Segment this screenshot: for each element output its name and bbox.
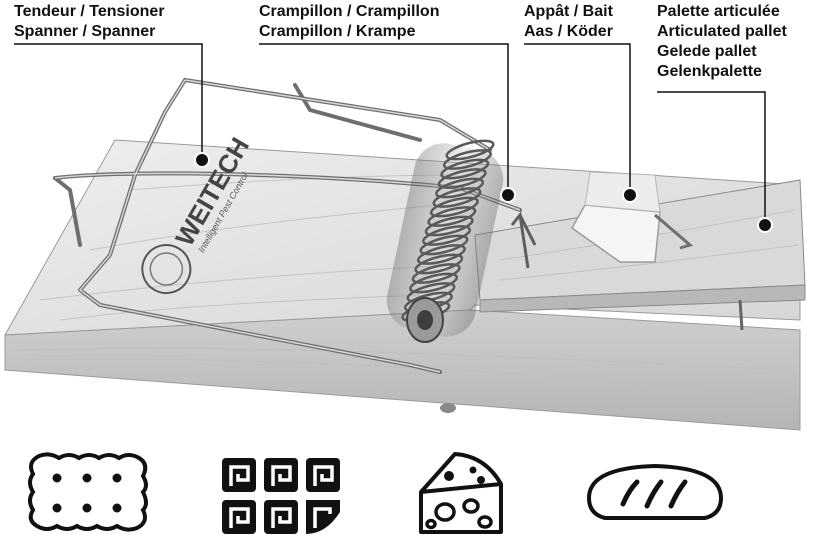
bait-hook [654, 213, 694, 250]
label-line: Palette articulée [657, 3, 780, 20]
label-tensioner: Tendeur / Tensioner Spanner / Spanner [14, 2, 165, 42]
coil-ring [409, 272, 459, 294]
label-line: Gelede pallet [657, 43, 757, 60]
coil-ring [435, 177, 485, 199]
coil-ring [442, 149, 492, 170]
label-staple: Crampillon / Crampillon Crampillon / Kra… [259, 2, 439, 42]
cereal-icon [222, 458, 340, 534]
label-pallet: Palette articulée Articulated pallet Gel… [657, 2, 787, 82]
cheese-icon [419, 452, 503, 534]
coil-ring [411, 263, 461, 284]
biscuit-icon [28, 452, 148, 532]
label-line: Crampillon / Krampe [259, 23, 416, 40]
coil-ring [432, 187, 482, 208]
bread-icon [587, 464, 723, 520]
coil-ring [440, 158, 490, 180]
label-line: Appât / Bait [524, 3, 613, 20]
leader-dots [194, 152, 773, 233]
staple [510, 211, 537, 269]
bait-cube [571, 171, 661, 263]
coil-ring [414, 253, 464, 275]
coil-ring [422, 225, 472, 246]
label-line: Aas / Köder [524, 23, 613, 40]
label-line: Articulated pallet [657, 23, 787, 40]
coil-ring [416, 244, 466, 265]
coil-ring [419, 234, 469, 256]
coil-ring [445, 139, 495, 161]
leader-lines [14, 43, 766, 222]
coil-ring [437, 168, 487, 189]
label-line: Tendeur / Tensioner [14, 3, 165, 20]
coil-ring [427, 206, 477, 227]
label-line: Crampillon / Crampillon [259, 3, 440, 20]
label-line: Gelenkpalette [657, 63, 762, 80]
label-bait: Appât / Bait Aas / Köder [524, 2, 613, 42]
coil-ring [429, 196, 479, 218]
spring-coil [386, 139, 504, 343]
coil-ring [424, 215, 474, 237]
label-line: Spanner / Spanner [14, 23, 156, 40]
